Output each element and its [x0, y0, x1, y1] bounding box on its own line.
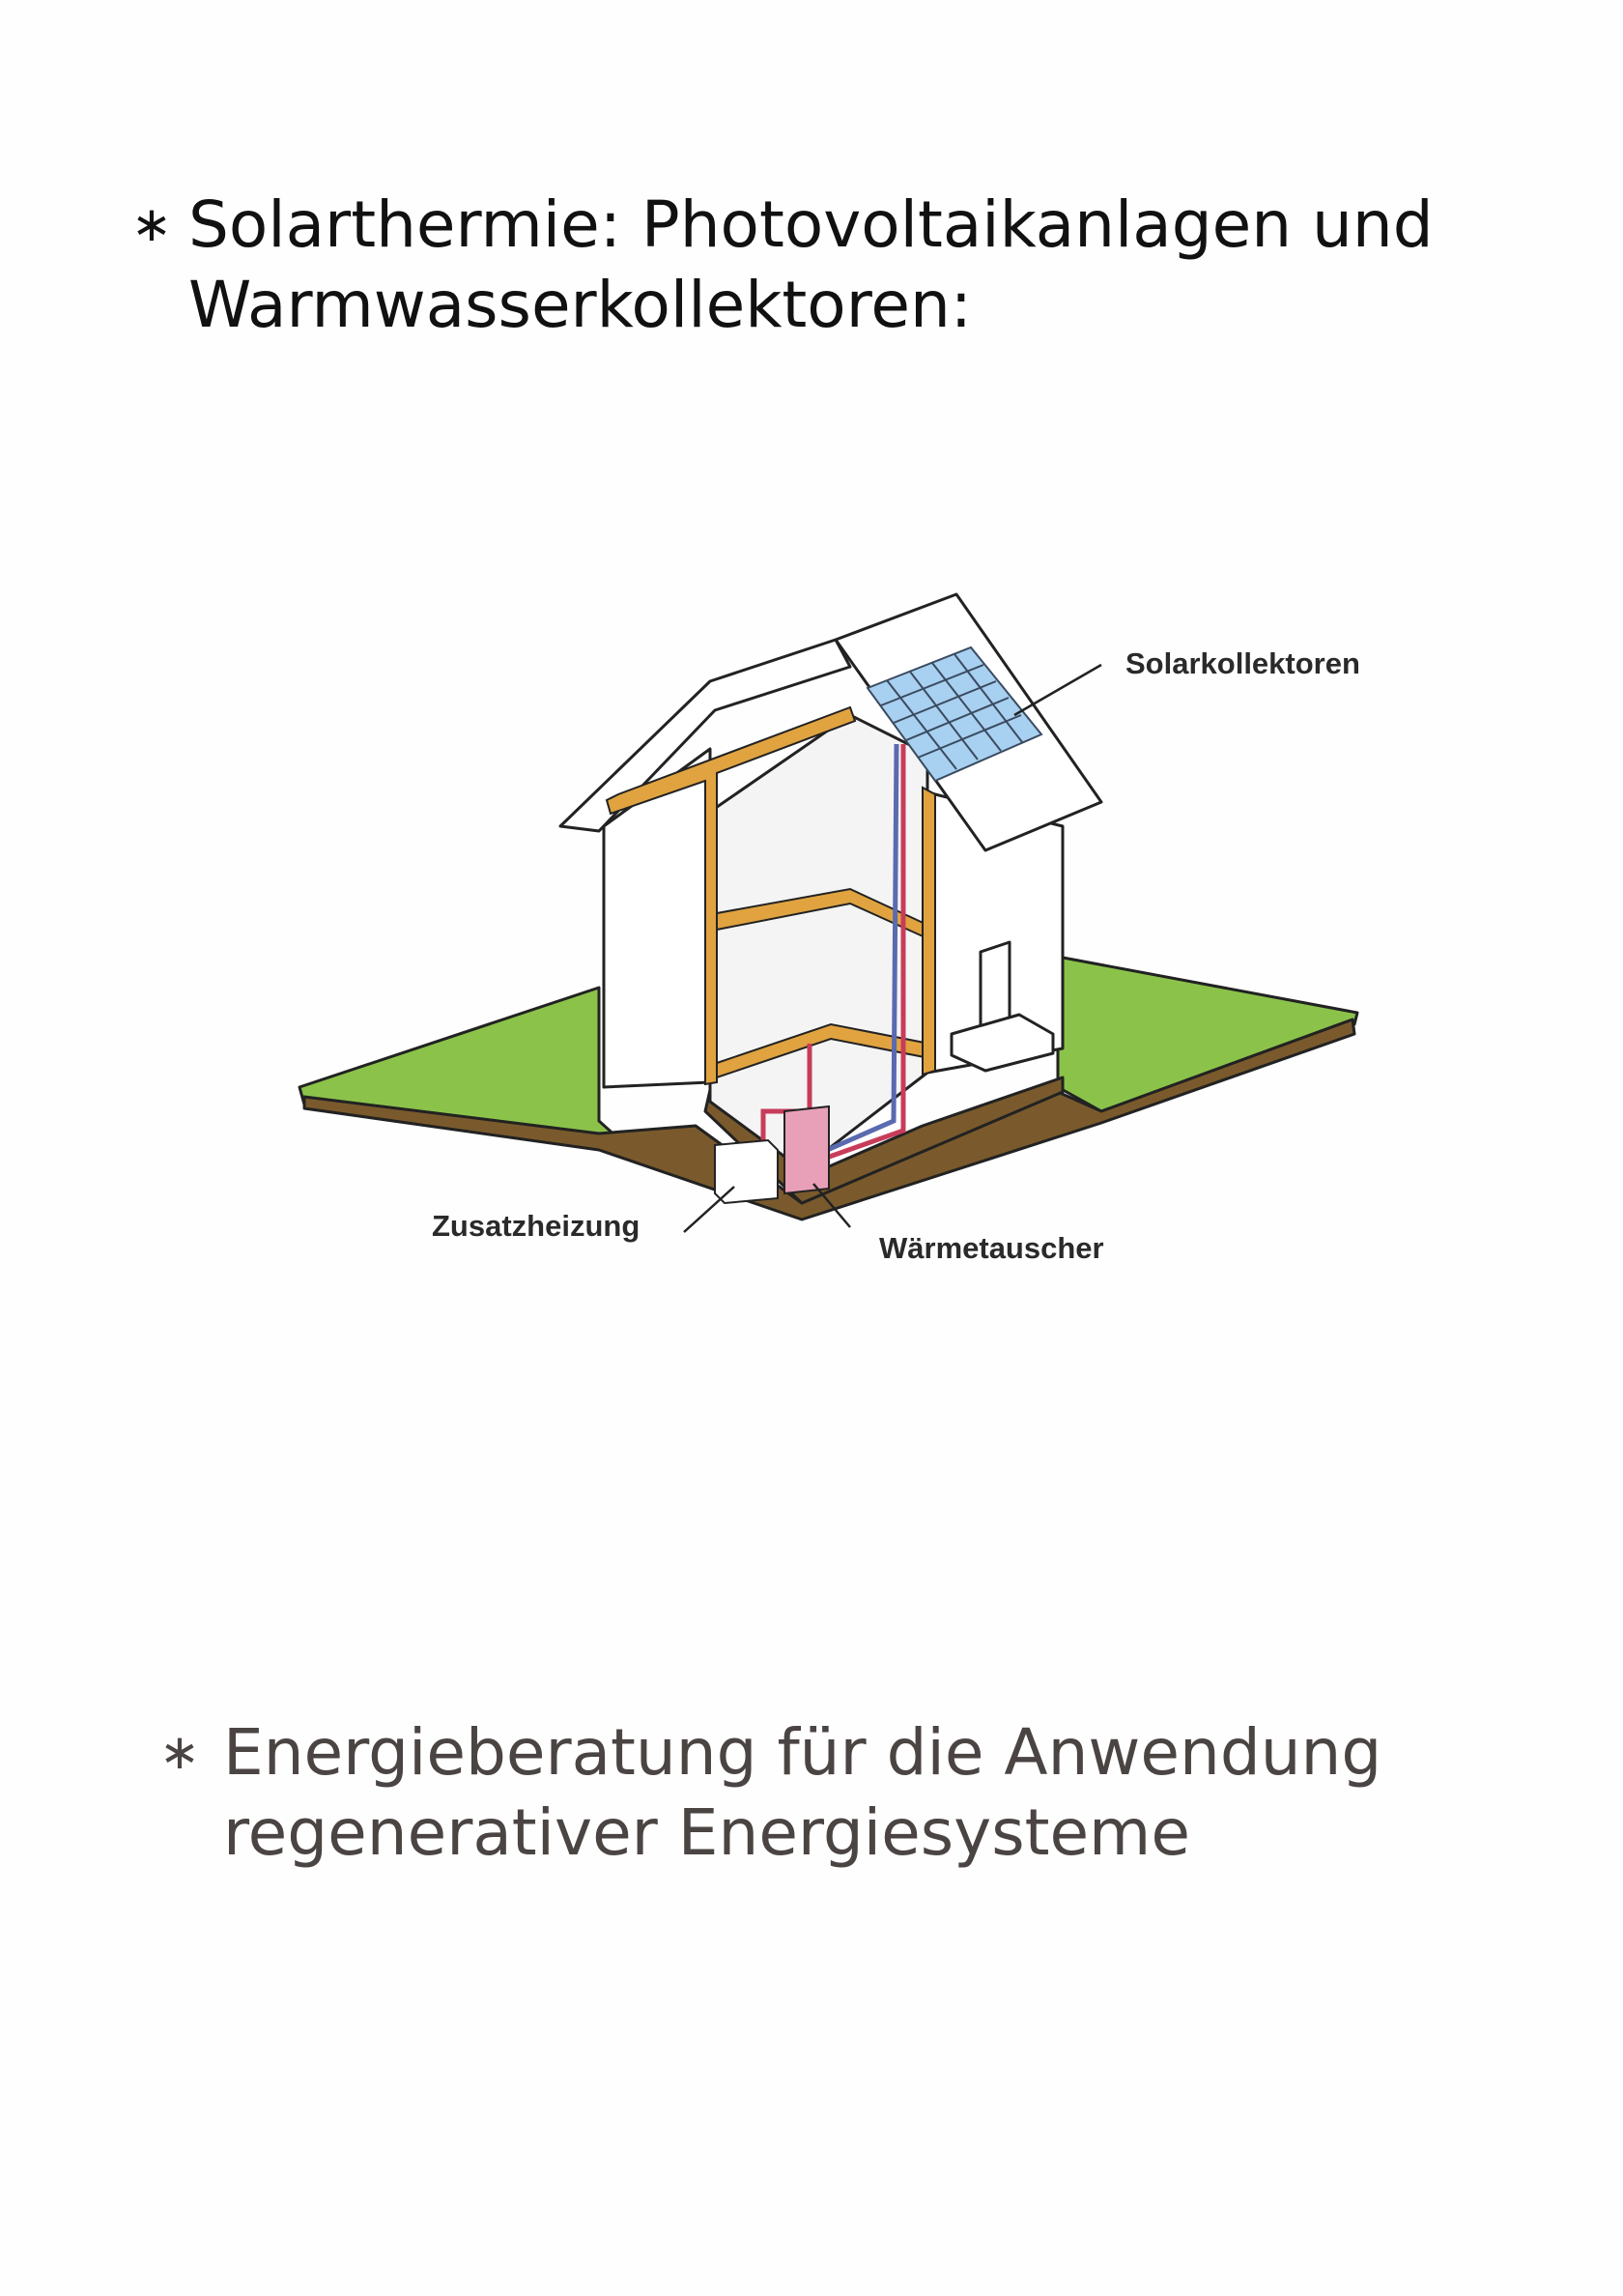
leader-exchanger [812, 1183, 851, 1228]
roof-left-edge [558, 638, 852, 833]
label-solarkollektoren: Solarkollektoren [1125, 646, 1360, 680]
floor-frames [605, 705, 936, 1086]
leader-aux [683, 1186, 735, 1233]
bullet-icon: ∗ [131, 196, 172, 252]
heading-line-1: Energieberatung für die Anwendung [223, 1715, 1382, 1790]
heading-line-1: Solarthermie: Photovoltaikanlagen und [188, 187, 1434, 262]
section-heading-solar: ∗Solarthermie: Photovoltaikanlagen und W… [131, 193, 1434, 337]
label-waermetauscher: Wärmetauscher [879, 1231, 1104, 1265]
label-zusatzheizung: Zusatzheizung [432, 1209, 640, 1243]
solar-panels [866, 646, 1043, 783]
steps [950, 1013, 1055, 1073]
leader-solar [1013, 663, 1102, 717]
section-heading-energy-advice: ∗Energieberatung für die Anwendung regen… [159, 1721, 1381, 1865]
soil [302, 1018, 1356, 1221]
heading-line-2: Warmwasserkollektoren: [188, 268, 973, 342]
boiler-unit [714, 1138, 779, 1205]
pipes [760, 743, 906, 1162]
bullet-icon: ∗ [159, 1724, 200, 1780]
heading-line-2: regenerativer Energiesysteme [223, 1795, 1190, 1870]
heat-exchanger-tank [783, 1105, 830, 1195]
